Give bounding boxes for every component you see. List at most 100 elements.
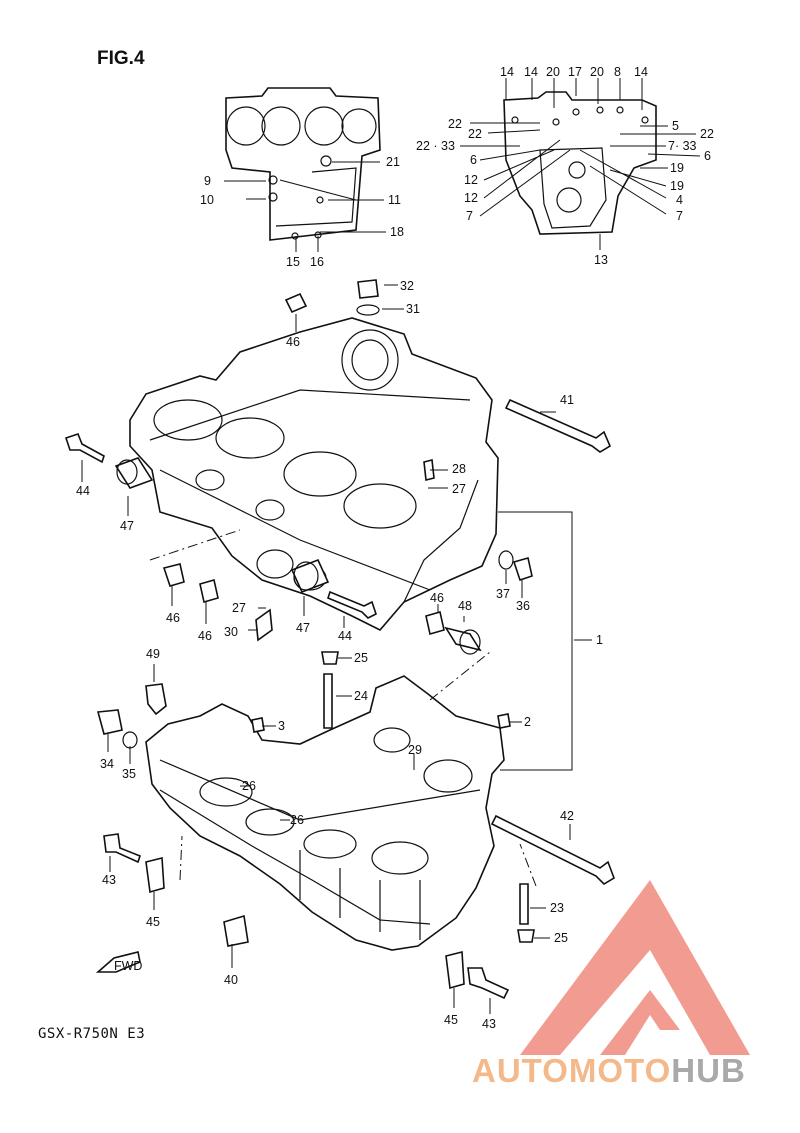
callout-label: 41 xyxy=(560,393,574,407)
callout-label: 27 xyxy=(232,601,246,615)
figure-title: FIG.4 xyxy=(97,48,145,69)
callout-label: 20 xyxy=(590,65,604,79)
bolt-43-group xyxy=(103,833,510,1000)
callout-label: 9 xyxy=(204,174,211,188)
sleeve-48 xyxy=(444,626,482,655)
oil-seal-36-37 xyxy=(498,550,533,582)
callout-label: 14 xyxy=(500,65,514,79)
callout-label: 10 xyxy=(200,193,214,207)
callout-label: 42 xyxy=(560,809,574,823)
bearing-47-center xyxy=(290,558,330,594)
callout-label: 24 xyxy=(354,689,368,703)
callout-label: 6 xyxy=(704,149,711,163)
callout-label: 29 xyxy=(408,743,422,757)
callout-label: 22 xyxy=(468,127,482,141)
callout-label: 16 xyxy=(310,255,324,269)
plug-34-oring-35 xyxy=(96,709,138,749)
callout-label: 7 xyxy=(676,209,683,223)
callout-label: 12 xyxy=(464,191,478,205)
callout-label: 44 xyxy=(338,629,352,643)
assembly-line-d xyxy=(519,843,537,887)
plug-32-washer-31 xyxy=(356,279,380,316)
forward-direction-marker: FWD xyxy=(95,951,142,973)
fwd-label: FWD xyxy=(114,959,142,973)
callout-label: 25 xyxy=(554,931,568,945)
callout-label: 4 xyxy=(676,193,683,207)
assembly-line-a xyxy=(149,529,241,561)
callout-label: 21 xyxy=(386,155,400,169)
callout-label: 5 xyxy=(672,119,679,133)
lower-crankcase xyxy=(145,675,505,951)
callout-label: 12 xyxy=(464,173,478,187)
leader-lines xyxy=(81,78,701,1014)
watermark-brand-part2: HUB xyxy=(671,1052,746,1089)
callout-label: 18 xyxy=(390,225,404,239)
sensor-49 xyxy=(145,683,167,716)
callout-label: 17 xyxy=(568,65,582,79)
bolt-42 xyxy=(490,814,615,886)
upper-case-plan-inset xyxy=(225,87,381,241)
callout-label: 49 xyxy=(146,647,160,661)
callout-label: 32 xyxy=(400,279,414,293)
callout-label: 45 xyxy=(444,1013,458,1027)
bearing-47-left xyxy=(114,457,154,489)
callout-label: 2 xyxy=(524,715,531,729)
callout-label: 19 xyxy=(670,179,684,193)
callout-label: 46 xyxy=(286,335,300,349)
callout-label: 8 xyxy=(614,65,621,79)
callout-label: 23 xyxy=(550,901,564,915)
callout-label: 27 xyxy=(452,482,466,496)
jet-27-28-30 xyxy=(255,459,435,642)
callout-label: 31 xyxy=(406,302,420,316)
callout-label: 13 xyxy=(594,253,608,267)
bracket-line-1 xyxy=(498,511,573,771)
nut-46-group xyxy=(162,292,445,636)
callout-label: 40 xyxy=(224,973,238,987)
stud-24 xyxy=(323,673,333,729)
bolt-44-center xyxy=(327,590,377,619)
filter-40 xyxy=(223,914,249,947)
lower-case-plan-inset xyxy=(503,91,657,235)
upper-crankcase xyxy=(129,317,499,631)
callout-label: 7 xyxy=(466,209,473,223)
callout-label: 37 xyxy=(496,587,510,601)
callout-label: 1 xyxy=(596,633,603,647)
callout-label: 15 xyxy=(286,255,300,269)
callout-label: 14 xyxy=(634,65,648,79)
callout-label: 45 xyxy=(146,915,160,929)
callout-label: 3 xyxy=(278,719,285,733)
callout-label: 46 xyxy=(198,629,212,643)
callout-label: 47 xyxy=(120,519,134,533)
callout-label: 19 xyxy=(670,161,684,175)
callout-label: 28 xyxy=(452,462,466,476)
callout-label: 44 xyxy=(76,484,90,498)
dowel-2-3 xyxy=(251,713,511,733)
watermark-brand-part1: AUTOMOTO xyxy=(472,1052,672,1089)
callout-label: 20 xyxy=(546,65,560,79)
stud-23 xyxy=(519,883,529,925)
callout-label: 34 xyxy=(100,757,114,771)
callout-label: 30 xyxy=(224,625,238,639)
callout-label: 47 xyxy=(296,621,310,635)
callout-label: 43 xyxy=(482,1017,496,1031)
callout-label: 25 xyxy=(354,651,368,665)
assembly-line-b xyxy=(429,651,491,701)
callout-label: 43 xyxy=(102,873,116,887)
callout-label: 6 xyxy=(470,153,477,167)
callout-label: 22 · 33 xyxy=(416,139,455,153)
callout-label: 22 xyxy=(700,127,714,141)
callout-label: 36 xyxy=(516,599,530,613)
bracket-45-group xyxy=(145,856,465,990)
model-designation: GSX-R750N E3 xyxy=(38,1026,146,1042)
callout-label: 11 xyxy=(388,193,401,207)
callout-label: 14 xyxy=(524,65,538,79)
callout-label: 26 xyxy=(242,779,256,793)
callout-label: 46 xyxy=(430,591,444,605)
callout-label: 48 xyxy=(458,599,472,613)
callout-label: 22 xyxy=(448,117,462,131)
watermark-brand-text: AUTOMOTOHUB xyxy=(472,1052,746,1090)
nut-25-group xyxy=(321,651,535,943)
